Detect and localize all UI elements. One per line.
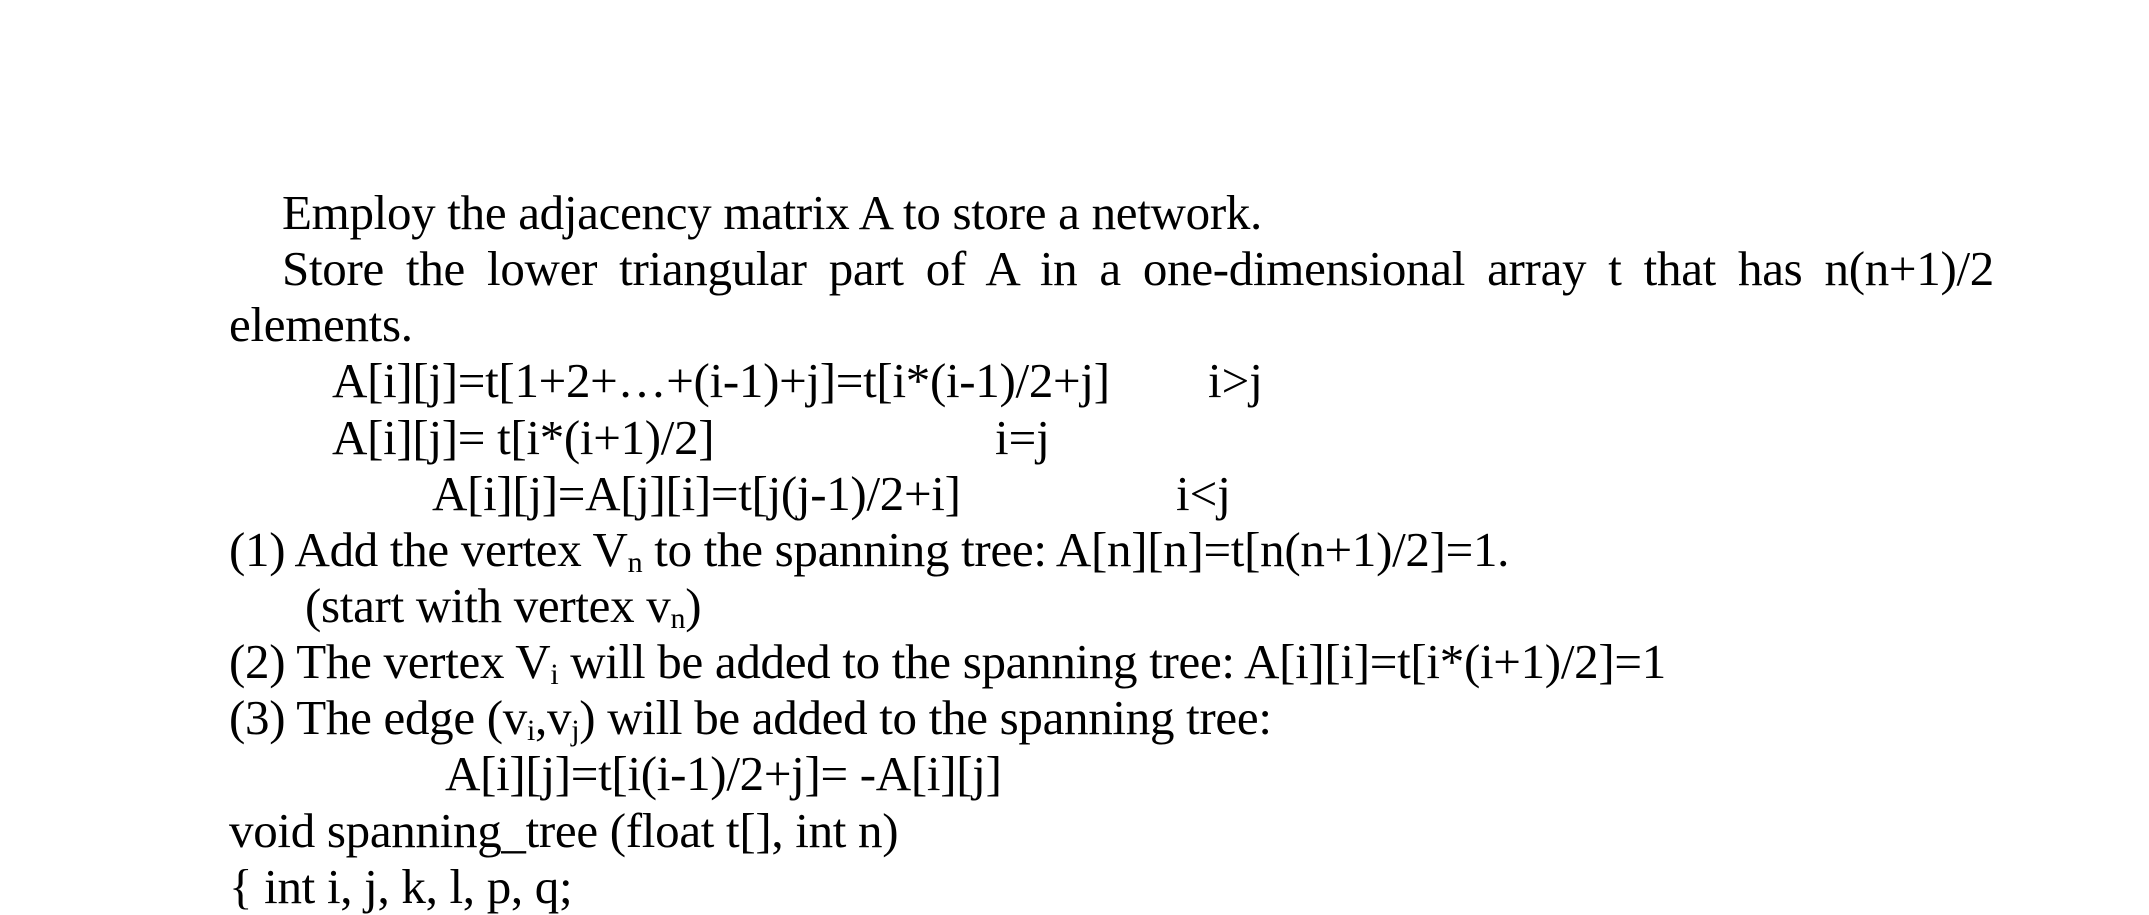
intro-line-1: Employ the adjacency matrix A to store a… xyxy=(282,185,1262,240)
step-2-subscript: i xyxy=(550,658,559,691)
step-1-note-text-b: ) xyxy=(685,578,702,633)
step-1-note-text-a: (start with vertex v xyxy=(305,578,671,633)
step-1-subscript: n xyxy=(627,546,643,579)
step-1-note: (start with vertex vn) xyxy=(305,578,702,635)
step-2-text-a: (2) The vertex V xyxy=(229,634,551,689)
code-line-2: { int i, j, k, l, p, q; xyxy=(229,859,573,914)
formula-upper-condition: i<j xyxy=(1176,466,1231,521)
step-3-formula: A[i][j]=t[i(i-1)/2+j]= -A[i][j] xyxy=(445,746,1002,801)
step-3-subscript-j: j xyxy=(571,714,580,747)
step-1-text-a: (1) Add the vertex V xyxy=(229,522,628,577)
step-3-subscript-i: i xyxy=(527,714,536,747)
step-1-note-subscript: n xyxy=(670,602,686,635)
code-line-1: void spanning_tree (float t[], int n) xyxy=(229,803,899,858)
step-3-text-b: ) will be added to the spanning tree: xyxy=(579,690,1272,745)
step-2: (2) The vertex Vi will be added to the s… xyxy=(229,634,1666,690)
step-3: (3) The edge (vi,vj) will be added to th… xyxy=(229,690,1272,746)
intro-line-2: Store the lower triangular part of A in … xyxy=(282,241,1994,296)
formula-lower: A[i][j]=t[1+2+…+(i-1)+j]=t[i*(i-1)/2+j] xyxy=(332,353,1110,408)
step-3-text-a: (3) The edge (v xyxy=(229,690,527,745)
intro-line-3: elements. xyxy=(229,297,413,352)
step-2-text-b: will be added to the spanning tree: A[i]… xyxy=(558,634,1666,689)
step-1: (1) Add the vertex Vn to the spanning tr… xyxy=(229,522,1509,578)
step-3-text-mid: ,v xyxy=(535,690,572,745)
formula-lower-condition: i>j xyxy=(1208,353,1263,408)
step-1-text-b: to the spanning tree: A[n][n]=t[n(n+1)/2… xyxy=(642,522,1510,577)
formula-upper: A[i][j]=A[j][i]=t[j(j-1)/2+i] xyxy=(432,466,961,521)
formula-diagonal: A[i][j]= t[i*(i+1)/2] xyxy=(332,410,715,465)
formula-diagonal-condition: i=j xyxy=(995,410,1050,465)
